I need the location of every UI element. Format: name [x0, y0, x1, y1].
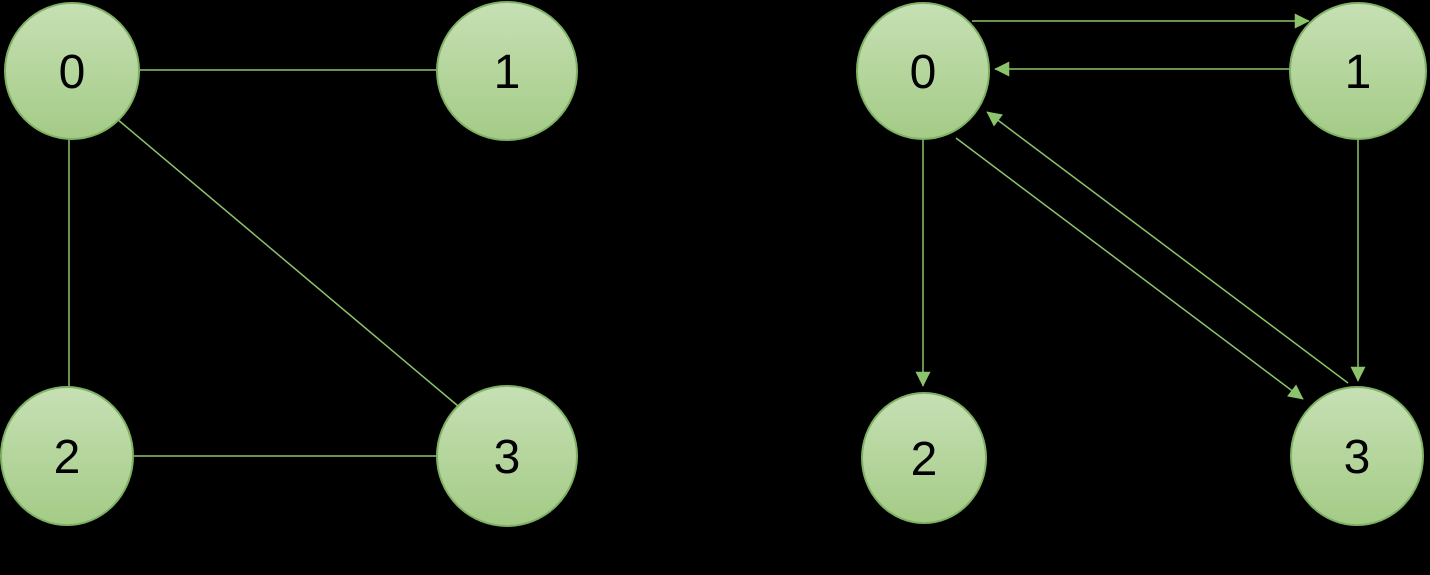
graph-node-directed-3: 3	[1290, 386, 1424, 526]
arrow-edge-3-0	[986, 111, 1349, 384]
node-circle	[1290, 386, 1424, 526]
graph-node-directed-1: 1	[1289, 2, 1427, 140]
edge-0-3	[116, 118, 459, 407]
node-circle	[0, 386, 134, 526]
node-circle	[1289, 2, 1427, 140]
node-circle	[4, 2, 140, 140]
node-label: 2	[54, 431, 81, 484]
node-label: 3	[494, 431, 521, 484]
node-label: 1	[494, 46, 521, 99]
graph-node-undirected-0: 0	[4, 2, 140, 140]
node-label: 1	[1345, 46, 1372, 99]
node-circle	[861, 392, 987, 524]
graph-node-undirected-2: 2	[0, 386, 134, 526]
node-circle	[436, 385, 578, 527]
undirected-graph: 0 1 2 3	[0, 1, 578, 527]
node-label: 2	[911, 433, 938, 486]
node-label: 0	[910, 46, 937, 99]
graph-node-directed-2: 2	[861, 392, 987, 524]
graph-node-undirected-3: 3	[436, 385, 578, 527]
directed-graph: 0 1 2 3	[856, 2, 1427, 526]
node-circle	[436, 1, 578, 141]
node-label: 0	[59, 46, 86, 99]
node-label: 3	[1344, 431, 1371, 484]
graph-node-undirected-1: 1	[436, 1, 578, 141]
arrow-edge-0-3	[955, 137, 1304, 400]
node-circle	[856, 2, 990, 140]
graph-node-directed-0: 0	[856, 2, 990, 140]
